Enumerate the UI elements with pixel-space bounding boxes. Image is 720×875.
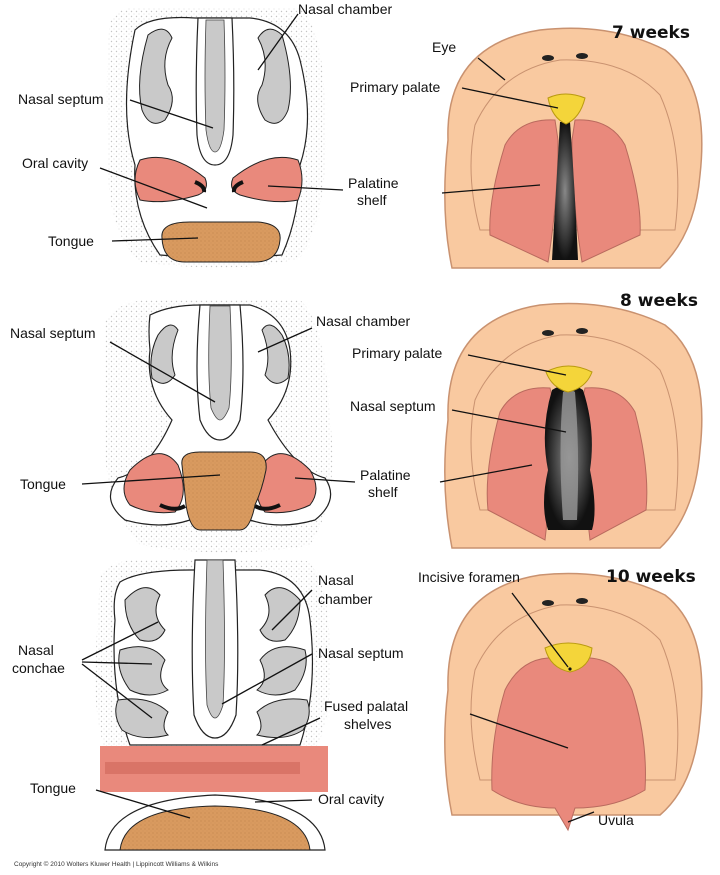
stage1-tongue	[161, 221, 281, 263]
stage2-primary-palate	[545, 365, 593, 393]
stage3-leader-incisive-foramen	[511, 592, 569, 668]
stage3-tongue	[119, 805, 311, 851]
stage2-leader-nasal-chamber	[257, 327, 313, 353]
stage1-left-shelf-shadow	[194, 180, 207, 193]
stage3-leader-uvula	[567, 811, 595, 823]
stage2-leader-palatine-shelf	[294, 477, 356, 483]
stage1-weeks-label: 7 weeks	[612, 23, 690, 43]
stage3-nasal-septum-core	[205, 559, 225, 719]
stage3-label-nasal-conchae-line2: conchae	[12, 660, 65, 676]
stage1-left-palatine-shelf	[134, 156, 207, 203]
copyright-text: Copyright © 2010 Wolters Kluwer Health |…	[14, 860, 219, 868]
stage2-leader-shelf	[439, 464, 533, 483]
stage3-leader-fused-shelves	[261, 717, 321, 746]
stage2-palate-view: Primary palate Nasal septum 8 weeks	[350, 291, 703, 549]
stage1-label-eye: Eye	[432, 39, 456, 55]
stage2-nasal-septum-core	[208, 305, 232, 421]
stage2-right-palatine-shelf	[256, 453, 317, 514]
stage3-leader-fused-palate	[469, 713, 569, 749]
stage3-leader-oral-cavity	[254, 799, 313, 803]
stage3-left-concha-middle	[118, 646, 169, 696]
stage3-label-nasal-septum: Nasal septum	[318, 645, 404, 661]
stage1-label-palatine-shelf-line2: shelf	[357, 192, 387, 208]
stage3-left-concha-lower	[115, 698, 170, 739]
stage3-palate-view: Incisive foramen Uvula 10 weeks	[418, 567, 703, 832]
stage1-label-tongue: Tongue	[48, 233, 94, 249]
stage1-left-lateral-wall	[139, 28, 173, 124]
stage2-tongue	[181, 451, 267, 531]
stage2-right-shelf-shadow	[253, 503, 281, 511]
stage1-palate-view: Eye Primary palate 7 weeks	[350, 23, 703, 269]
stage1-label-nasal-chamber: Nasal chamber	[298, 1, 392, 17]
stage1-primary-palate	[547, 93, 586, 125]
stage2-leader-nasal-septum	[109, 341, 216, 403]
stage2-leader-nasal-septum	[451, 409, 567, 433]
stage3-leader-nasal-chamber	[271, 589, 313, 631]
stage3-right-concha-lower	[255, 698, 310, 739]
stage2-nostril-left	[542, 330, 554, 336]
stage2-left-shelf-shadow	[159, 503, 187, 511]
stage1-nostril-left	[542, 55, 554, 61]
stage1-nostril-right	[576, 53, 588, 59]
stage1-right-shelf-shadow	[231, 180, 244, 193]
stage3-fused-palate	[491, 657, 646, 832]
stage1-leader-eye	[477, 57, 506, 81]
stage2-nostril-right	[576, 328, 588, 334]
stage2-septum-strip	[560, 390, 579, 520]
stage2-label-nasal-septum: Nasal septum	[10, 325, 96, 341]
stage1-label-palatine-shelf-line1: Palatine	[348, 175, 399, 191]
stage1-right-palatine-shelf	[231, 156, 303, 203]
stage2-label-nasal-septum: Nasal septum	[350, 398, 436, 414]
stage3-label-nasal-conchae-line1: Nasal	[18, 642, 54, 658]
stage3-label-uvula: Uvula	[598, 812, 634, 828]
stage1-cross-section: Nasal chamber Nasal septum Oral cavity P…	[18, 1, 399, 268]
stage2-label-palatine-shelf-line1: Palatine	[360, 467, 411, 483]
stage3-label-oral-cavity: Oral cavity	[318, 791, 384, 807]
stage1-leader-palatine-shelf	[267, 185, 344, 191]
stage1-leader-shelf	[441, 184, 541, 194]
stage1-label-nasal-septum: Nasal septum	[18, 91, 104, 107]
stage1-right-lateral-wall	[257, 28, 291, 124]
stage1-gap	[552, 122, 578, 260]
stage3-label-tongue: Tongue	[30, 780, 76, 796]
stage1-nasal-septum-core	[204, 19, 226, 153]
stage3-primary-palate	[544, 642, 593, 673]
stage2-right-lateral-wall	[261, 324, 290, 384]
stage3-label-fused-line1: Fused palatal	[324, 698, 408, 714]
stage3-label-nasal-chamber-line2: chamber	[318, 591, 373, 607]
stage2-label-nasal-chamber: Nasal chamber	[316, 313, 410, 329]
stage3-label-nasal-chamber-line1: Nasal	[318, 572, 354, 588]
stage2-label-palatine-shelf-line2: shelf	[368, 484, 398, 500]
stage2-leader-tongue	[81, 474, 221, 485]
stage3-cross-section: Nasal chamber Nasal conchae Nasal septum…	[12, 559, 408, 851]
stage1-leader-tongue	[111, 237, 199, 242]
stage3-label-incisive-foramen: Incisive foramen	[418, 569, 520, 585]
stage2-cross-section: Nasal septum Nasal chamber Tongue Palati…	[10, 300, 411, 553]
stage3-left-concha-upper	[124, 587, 166, 642]
stage2-left-palatine-shelf	[123, 453, 184, 514]
stage3-nostril-right	[576, 598, 588, 604]
stage2-leader-primary-palate	[467, 354, 567, 376]
stage3-weeks-label: 10 weeks	[606, 567, 696, 587]
stage3-fused-palate-stripe	[105, 762, 300, 774]
stage3-incisive-foramen	[568, 667, 572, 671]
stage1-label-oral-cavity: Oral cavity	[22, 155, 88, 171]
stage2-label-tongue: Tongue	[20, 476, 66, 492]
stage1-label-primary-palate: Primary palate	[350, 79, 440, 95]
stage1-leader-nasal-chamber	[257, 13, 299, 71]
stage3-label-fused-line2: shelves	[344, 716, 391, 732]
stage3-nostril-left	[542, 600, 554, 606]
stage2-label-primary-palate: Primary palate	[352, 345, 442, 361]
stage1-leader-nasal-septum	[129, 99, 214, 129]
stage1-leader-oral-cavity	[99, 167, 208, 209]
stage3-leader-nasal-septum	[221, 653, 313, 705]
stage3-leader-conchae-upper	[81, 621, 159, 661]
stage3-leader-conchae-middle	[81, 661, 153, 665]
stage2-weeks-label: 8 weeks	[620, 291, 698, 311]
stage3-leader-conchae-lower	[81, 663, 153, 719]
stage3-leader-tongue	[95, 789, 191, 819]
stage1-leader-primary-palate	[461, 87, 559, 109]
stage3-right-concha-upper	[259, 587, 301, 642]
